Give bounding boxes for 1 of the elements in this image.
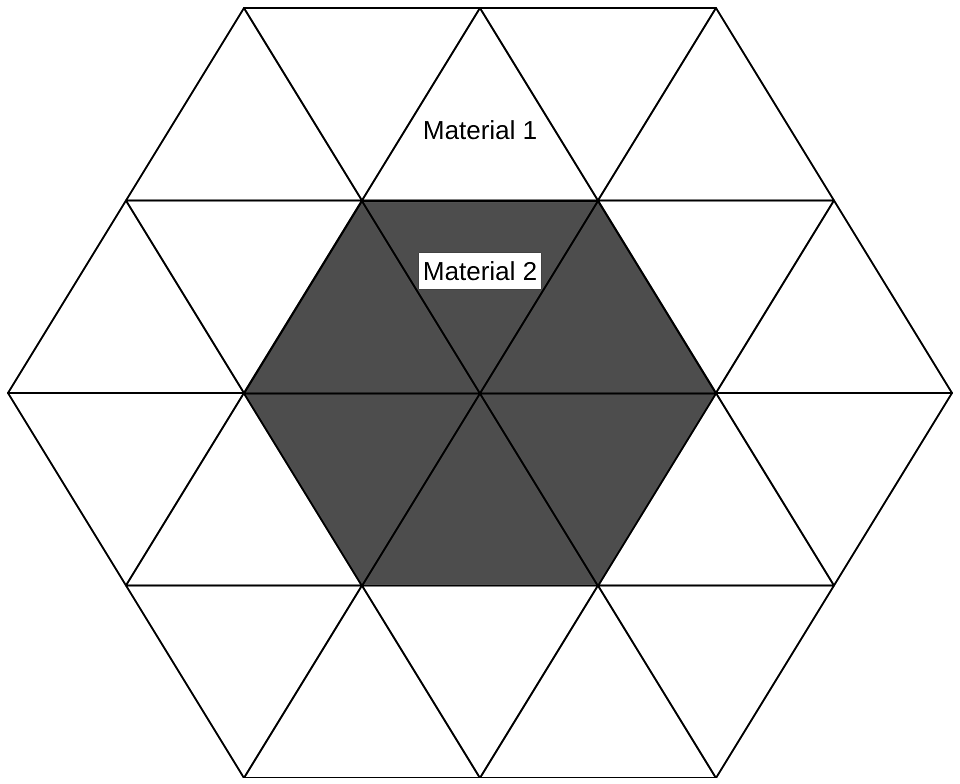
- region-label: Material 2: [418, 252, 542, 288]
